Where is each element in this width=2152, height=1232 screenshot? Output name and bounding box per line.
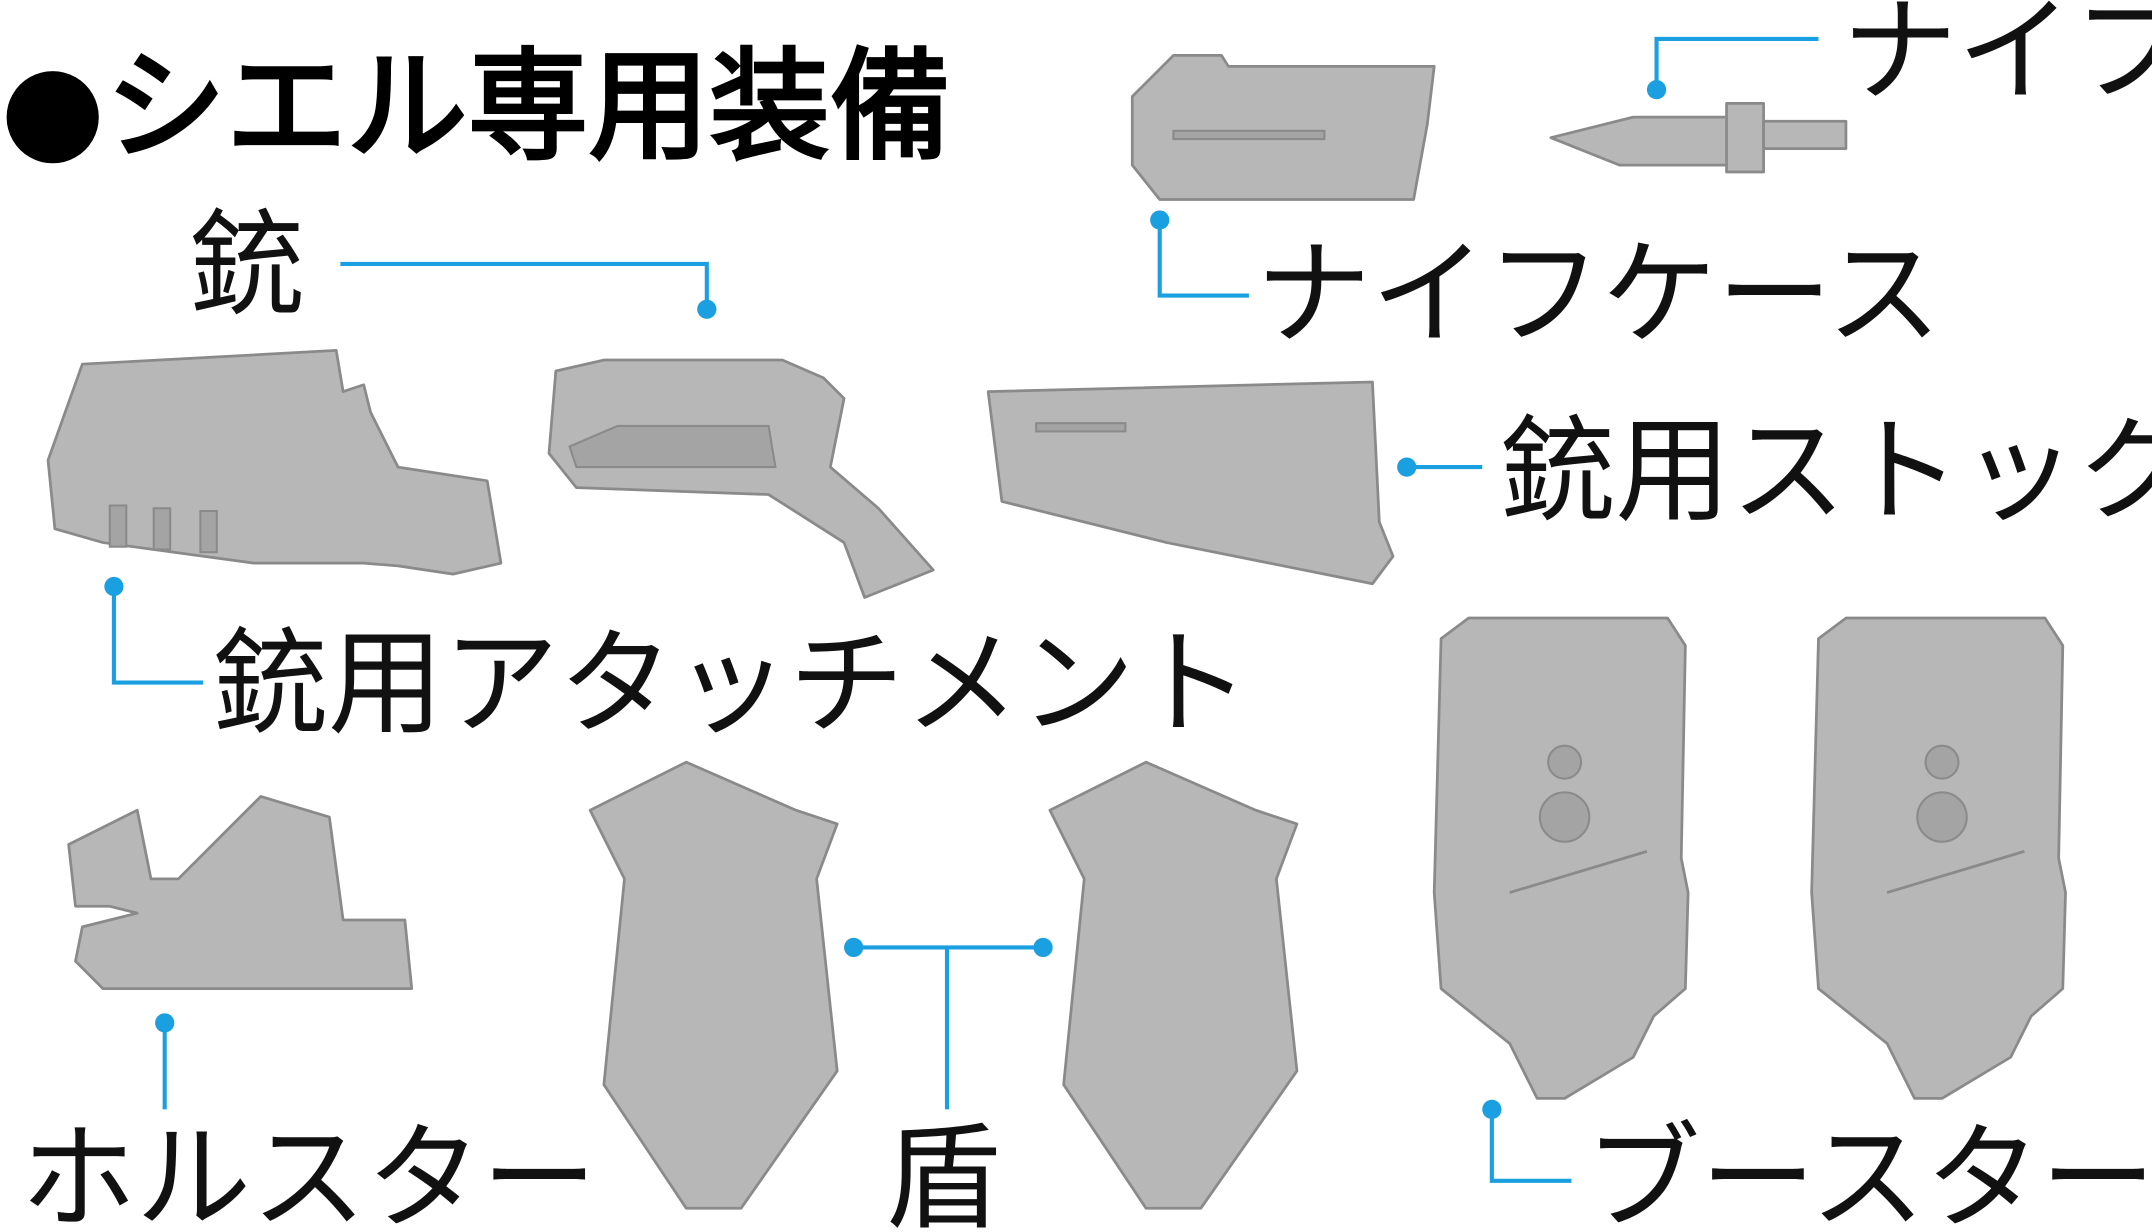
leader-lines xyxy=(104,36,1819,1183)
label-gun: 銃 xyxy=(189,199,304,333)
label-gun-attachment: 銃用アタッチメント xyxy=(213,618,1250,752)
gun-stock-part xyxy=(986,380,1395,586)
label-holster: ホルスター xyxy=(21,1112,597,1232)
page-title: ●シエル専用装備 xyxy=(0,38,951,178)
shield-part-left xyxy=(588,760,839,1210)
shield-part-right xyxy=(1048,760,1299,1210)
label-gun-stock: 銃用ストック xyxy=(1500,405,2152,539)
holster-part xyxy=(67,795,414,990)
label-knife-case: ナイフケース xyxy=(1256,228,1942,362)
label-booster: ブースター xyxy=(1585,1112,2152,1232)
label-knife: ナイフ xyxy=(1842,0,2152,119)
booster-part-left xyxy=(1432,616,1690,1100)
knife-case-part xyxy=(1130,53,1436,201)
gun-part xyxy=(547,358,935,599)
booster-part-right xyxy=(1810,616,2067,1100)
gun-attachment-part xyxy=(46,349,503,576)
knife-part xyxy=(1549,102,1848,174)
label-shield: 盾 xyxy=(885,1112,1000,1232)
